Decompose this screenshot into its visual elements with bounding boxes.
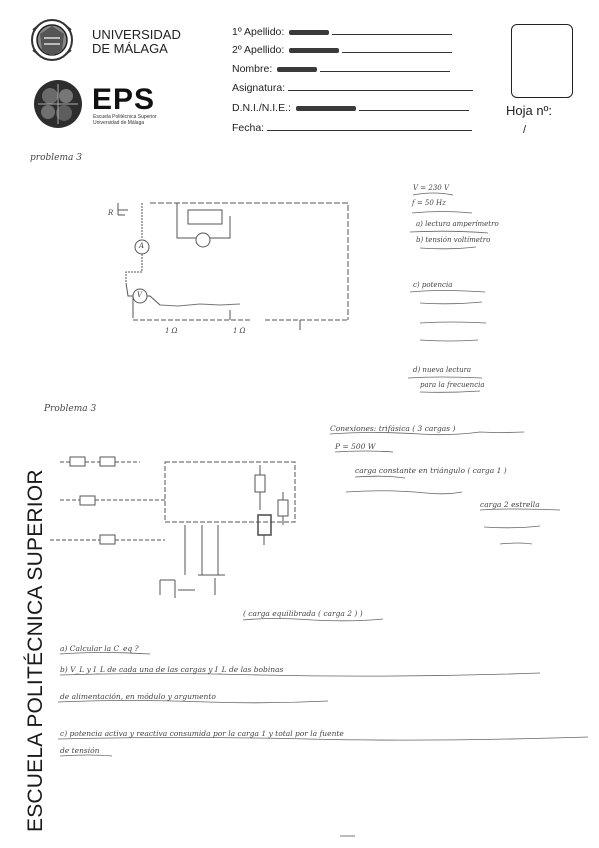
sheet-number-value: / [523,124,526,136]
problem-2-note: P = 500 W [335,442,376,451]
university-name-line2: DE MÁLAGA [92,41,168,56]
university-crest-logo [31,19,73,61]
field-label: Fecha: [232,122,265,134]
problem-2-title: Problema 3 [44,404,97,414]
field-line [358,101,469,111]
handwritten-notes-problem-2 [57,431,589,757]
handwritten-notes-problem-1 [407,192,489,393]
problem-1-note: f = 50 Hz [412,199,446,207]
field-subject: Asignatura: [232,81,474,94]
sheet-number-box [511,24,573,98]
problem-1-title: problema 3 [30,153,82,163]
eps-logo-text: EPS [92,83,156,116]
field-line [332,25,453,35]
field-label: D.N.I./N.I.E.: [232,102,291,114]
field-label: Nombre: [232,63,273,75]
redaction-mark [289,29,330,35]
university-name: UNIVERSIDAD DE MÁLAGA [92,28,181,56]
sheet-number-label: Hoja nº: [506,103,552,118]
field-line [342,43,453,53]
eps-subtitle-line1: Escuela Politécnica Superior [93,114,157,120]
circuit-label: 1 Ω [233,327,246,335]
problem-1-note: b) tensión voltímetro [416,236,491,244]
problem-1-note: d) nueva lectura [413,366,472,374]
circuit-diagram-problem-2 [50,456,296,598]
problem-1-note: a) lectura amperímetro [416,220,499,228]
question-c: c) potencia activa y reactiva consumida … [60,729,344,738]
question-c-continued: de tensión [60,746,100,755]
field-line [320,62,451,72]
eps-emblem-logo [34,80,82,128]
problem-1-note: para la frecuencia [420,381,485,389]
university-name-line1: UNIVERSIDAD [92,27,181,42]
ammeter-label: A [139,242,145,250]
problem-2-note: Conexiones: trifásica ( 3 cargas ) [330,424,456,433]
field-date: Fecha: [232,121,473,134]
eps-subtitle-line2: Universidad de Málaga [93,120,145,126]
problem-2-note: ( carga equilibrada ( carga 2 ) ) [243,609,363,618]
redaction-mark [295,105,356,111]
side-title: ESCUELA POLITÉCNICA SUPERIOR [24,469,47,832]
circuit-label: 1 Ω [165,327,178,335]
field-second-surname: 2º Apellido: [232,43,453,56]
sheet-number-separator: / [523,124,527,136]
field-line [267,121,473,131]
field-line [288,81,474,91]
field-label: 2º Apellido: [232,44,285,56]
problem-1-note: c) potencia [413,281,453,289]
voltmeter-label: V [137,291,143,299]
eps-subtitle: Escuela Politécnica Superior Universidad… [93,114,157,126]
redaction-mark [277,66,318,72]
question-b: b) V_L y I_L de cada una de las cargas y… [60,665,284,674]
field-first-surname: 1º Apellido: [232,25,453,38]
field-id-number: D.N.I./N.I.E.: [232,101,469,114]
question-b-continued: de alimentación, en módulo y argumento [60,692,216,701]
field-label: 1º Apellido: [232,26,285,38]
circuit-diagram-problem-1 [117,202,349,330]
question-a: a) Calcular la C_eq ? [60,644,139,653]
field-name: Nombre: [232,62,451,75]
circuit-label: R [108,209,114,217]
field-label: Asignatura: [232,82,286,94]
problem-1-note: V = 230 V [413,184,450,192]
problem-2-note: carga constante en triángulo ( carga 1 ) [355,466,507,475]
problem-2-note: carga 2 estrella [480,500,540,509]
redaction-mark [289,47,340,53]
